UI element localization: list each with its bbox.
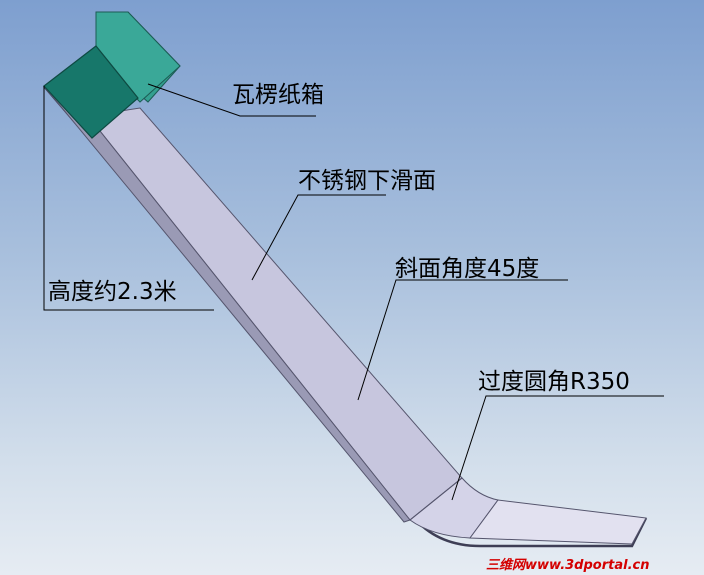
label-transition-fillet: 过度圆角R350 xyxy=(478,369,630,395)
leader-slide xyxy=(251,194,386,281)
leader-angle xyxy=(357,279,568,401)
label-corrugated-box: 瓦楞纸箱 xyxy=(232,82,324,108)
label-slope-angle: 斜面角度45度 xyxy=(395,256,540,282)
fillet-tangent-line xyxy=(409,477,463,521)
box-front-face xyxy=(43,45,139,139)
leader-lines xyxy=(43,83,664,501)
leader-box xyxy=(147,83,316,117)
label-stainless-slide-surface: 不锈钢下滑面 xyxy=(298,168,436,194)
leader-fillet xyxy=(451,395,664,501)
leader-height xyxy=(43,86,214,311)
chute-flat-bottom xyxy=(469,499,647,545)
label-height: 高度约2.3米 xyxy=(48,279,177,305)
watermark: 三维网www.3dportal.cn xyxy=(486,558,650,573)
